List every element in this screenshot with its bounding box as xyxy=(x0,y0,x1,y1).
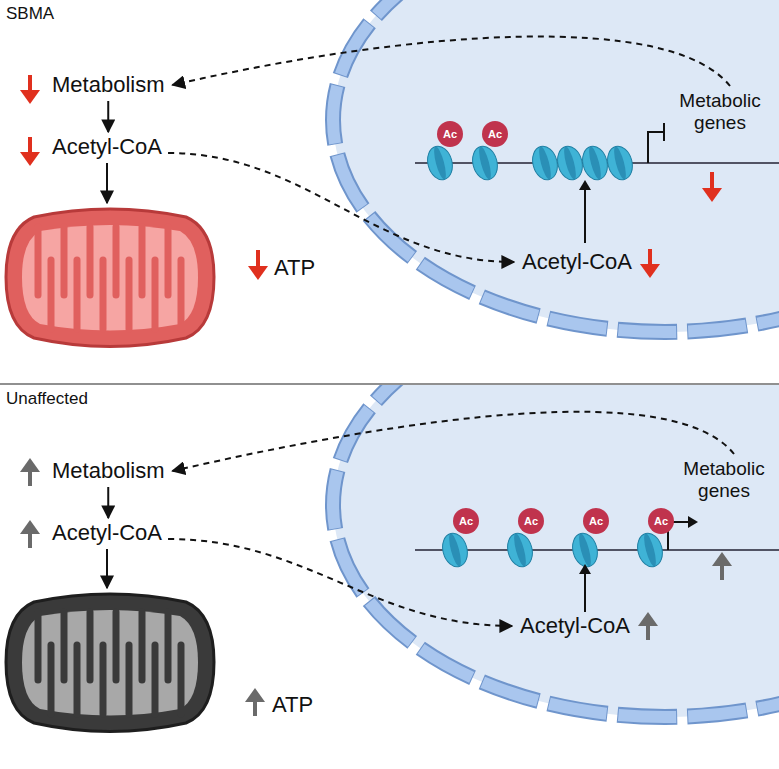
metabolite-box: Metabolism xyxy=(50,458,166,484)
node-text: Acetyl-CoA xyxy=(50,134,164,160)
dashed-arrow xyxy=(168,539,512,626)
dashed-arrow xyxy=(168,153,514,262)
flow-arrow xyxy=(106,549,108,588)
flow-arrow xyxy=(107,487,109,518)
atp-label: ATP xyxy=(270,692,315,718)
panel-heading: Unaffected xyxy=(6,389,88,409)
divider xyxy=(0,383,779,384)
gene-label: Metabolic genes xyxy=(672,458,776,502)
increase-arrow xyxy=(20,458,732,716)
dashed-arrow xyxy=(172,37,730,86)
chromatin xyxy=(415,123,779,243)
nucleus xyxy=(333,385,779,717)
acetyl-mark xyxy=(453,508,479,534)
node-text: Acetyl-CoA xyxy=(50,520,164,546)
acetyl-mark xyxy=(437,121,463,147)
metabolite-box: Acetyl-CoA xyxy=(518,613,632,639)
node-text: Acetyl-CoA xyxy=(520,249,634,275)
node-text: Metabolism xyxy=(50,72,166,98)
acetyl-label: Ac xyxy=(648,508,674,534)
acetyl-label: Ac xyxy=(482,121,508,147)
nucleus xyxy=(333,0,779,332)
flow-arrow xyxy=(107,101,109,132)
acetyl-label: Ac xyxy=(453,508,479,534)
gene-label: Metabolic genes xyxy=(668,90,772,134)
acetyl-label: Ac xyxy=(518,508,544,534)
mitochondrion-shape xyxy=(4,590,216,735)
mitochondrion: ATP xyxy=(4,205,324,350)
metabolite-box: Acetyl-CoA xyxy=(50,134,164,160)
flow-arrow xyxy=(106,163,108,203)
panel-heading: SBMA xyxy=(6,4,54,24)
acetyl-mark xyxy=(648,508,674,534)
atp-label: ATP xyxy=(272,255,317,281)
acetyl-mark xyxy=(518,508,544,534)
mitochondrion-shape xyxy=(4,205,216,350)
mitochondrion: ATP xyxy=(4,590,324,735)
node-text: Metabolic genes xyxy=(672,458,776,502)
node-text: Acetyl-CoA xyxy=(518,613,632,639)
node-text: Metabolic genes xyxy=(668,90,772,134)
dashed-arrow xyxy=(172,412,734,471)
acetyl-label: Ac xyxy=(437,121,463,147)
acetyl-mark xyxy=(482,121,508,147)
metabolite-box: Metabolism xyxy=(50,72,166,98)
acetyl-label: Ac xyxy=(583,508,609,534)
node-text: Metabolism xyxy=(50,458,166,484)
acetyl-mark xyxy=(583,508,609,534)
metabolite-box: Acetyl-CoA xyxy=(520,249,634,275)
metabolite-box: Acetyl-CoA xyxy=(50,520,164,546)
